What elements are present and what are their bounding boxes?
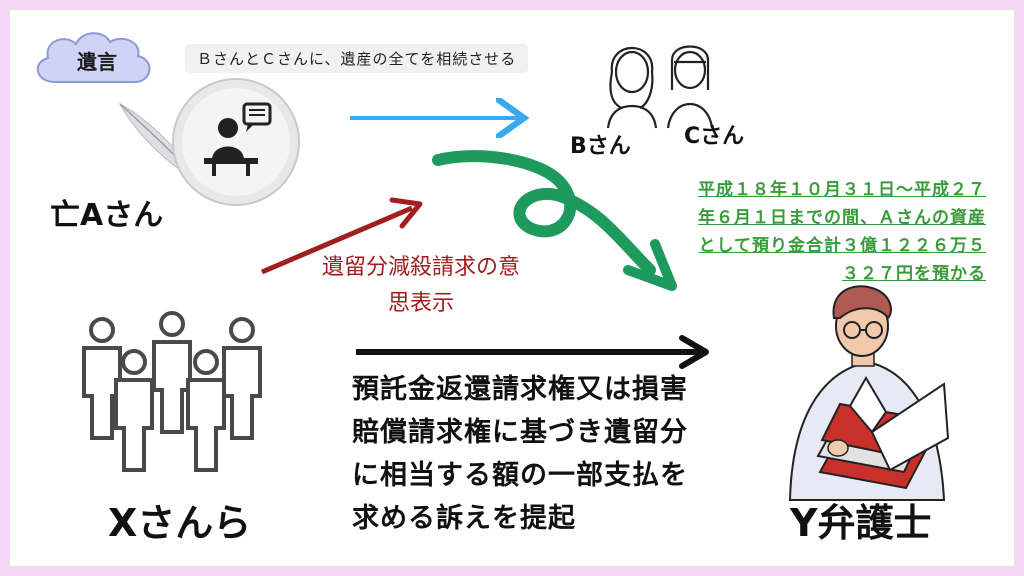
claim-arrow [261,197,423,275]
will-content: ＢさんとＣさんに、遺産の全てを相続させる [185,44,529,73]
speaker-at-desk-icon [172,78,300,206]
lawsuit-arrow [356,335,709,369]
claim-intent-label: 遺留分減殺請求の意思表示 [321,255,520,316]
deposit-arrow [432,150,677,291]
two-women-icon [606,45,714,129]
cloud-icon [36,32,151,84]
deceased-label: 亡Aさん [50,198,164,233]
group-of-people-icon [82,311,262,472]
plaintiffs-label: Xさんら [108,501,252,545]
c-label: Cさん [684,124,745,149]
deposit-note: 平成１８年１０月３１日～平成２７年６月１日までの間、Ａさんの資産として預り金合計… [698,180,986,284]
lawsuit-description: 預託金返還請求権又は損害賠償請求権に基づき遺留分に相当する額の一部支払を求める訴… [352,374,688,534]
b-label: Bさん [570,134,631,159]
lawyer-reading-book-icon [788,285,950,501]
will-bubble-label: 遺言 [77,50,117,74]
defendant-label: Y弁護士 [790,501,932,545]
